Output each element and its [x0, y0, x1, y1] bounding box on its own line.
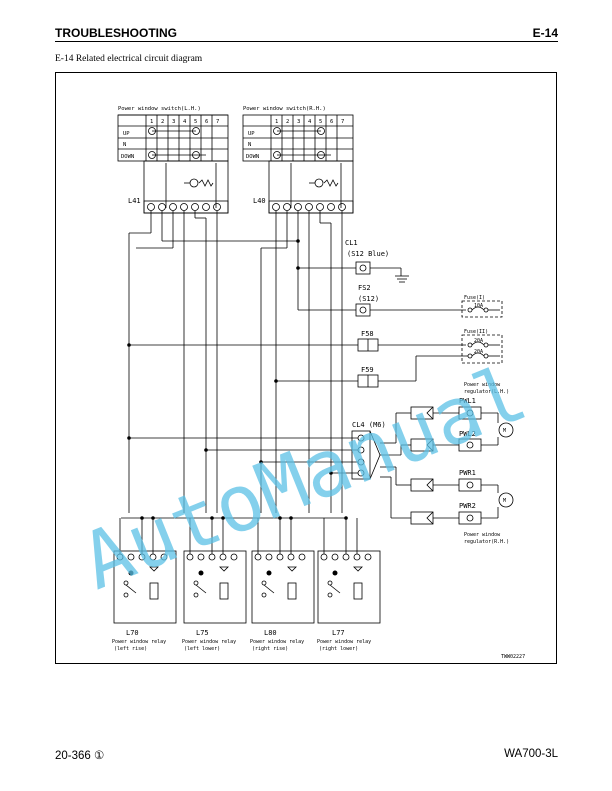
- switch-left-title: Power window switch(L.H.): [118, 106, 201, 112]
- pin-label: 4: [308, 119, 312, 125]
- fuse2-rating-a: 20A: [474, 338, 483, 344]
- pin-label: 7: [216, 119, 219, 125]
- connector-l40: L40: [253, 197, 266, 205]
- relay-l75-desc: Power window relay: [182, 639, 236, 645]
- relay-l75-id: L75: [196, 629, 209, 637]
- fuse2-label: Fuse(II): [464, 329, 488, 335]
- circuit-diagram: Power window switch(L.H.) Power window s…: [112, 106, 525, 660]
- row-down-left: DOWN: [121, 154, 134, 160]
- figure-code: TWW02227: [501, 654, 525, 660]
- relay-l70-sub: (left rise): [114, 646, 147, 652]
- relay-l80-sub: (right rise): [252, 646, 288, 652]
- pin-label: 7: [341, 119, 344, 125]
- switch-right-title: Power window switch(R.H.): [243, 106, 326, 112]
- pwl2-label: PWL2: [459, 430, 476, 438]
- f58-label: F58: [361, 330, 374, 338]
- relay-l75-sub: (left lower): [184, 646, 220, 652]
- pin-label: 3: [172, 119, 175, 125]
- circuit-diagram-frame: Power window switch(L.H.) Power window s…: [55, 72, 557, 664]
- pin-label: 6: [330, 119, 333, 125]
- row-n-right: N: [248, 142, 251, 148]
- pin-label: 6: [205, 119, 208, 125]
- pin-label: 4: [183, 119, 187, 125]
- fuse2-rating-b: 20A: [474, 349, 483, 355]
- relay-l70-id: L70: [126, 629, 139, 637]
- row-up-right: UP: [248, 131, 255, 137]
- cl4-label: CL4 (M6): [352, 421, 386, 429]
- fs2-label: FS2: [358, 284, 371, 292]
- page-header: TROUBLESHOOTING E-14: [55, 26, 558, 40]
- fs2-spec: (S12): [358, 295, 379, 303]
- regulator-rh-line1: Power window: [464, 532, 501, 538]
- cl1-spec: (S12 Blue): [347, 250, 389, 258]
- pwl1-label: PWL1: [459, 397, 476, 405]
- pin-label: 1: [150, 119, 153, 125]
- regulator-lh-line2: regulator(L.H.): [464, 389, 509, 395]
- relay-l77-sub: (right lower): [319, 646, 358, 652]
- pwr2-label: PWR2: [459, 502, 476, 510]
- section-title: TROUBLESHOOTING: [55, 26, 177, 40]
- regulator-rh-line2: regulator(R.H.): [464, 539, 509, 545]
- fuse1-rating: 10A: [474, 303, 483, 309]
- relay-l70-desc: Power window relay: [112, 639, 166, 645]
- pin-label: 2: [161, 119, 164, 125]
- pwr1-label: PWR1: [459, 469, 476, 477]
- page-number: 20-366 ①: [55, 750, 105, 762]
- pin-label: 5: [319, 119, 322, 125]
- section-code: E-14: [532, 26, 558, 40]
- header-rule: [55, 41, 558, 42]
- motor-icon: M: [503, 498, 506, 504]
- figure-caption: E-14 Related electrical circuit diagram: [55, 54, 203, 64]
- f59-label: F59: [361, 366, 374, 374]
- motor-icon: M: [503, 428, 506, 434]
- connector-l41: L41: [128, 197, 141, 205]
- row-n-left: N: [123, 142, 126, 148]
- cl1-label: CL1: [345, 239, 358, 247]
- pin-label: 2: [286, 119, 289, 125]
- row-up-left: UP: [123, 131, 130, 137]
- pin-label: 3: [297, 119, 300, 125]
- row-down-right: DOWN: [246, 154, 259, 160]
- regulator-lh-line1: Power window: [464, 382, 501, 388]
- relay-l80-desc: Power window relay: [250, 639, 304, 645]
- relay-l77-desc: Power window relay: [317, 639, 371, 645]
- relay-l80-id: L80: [264, 629, 277, 637]
- pin-label: 1: [275, 119, 278, 125]
- relay-l77-id: L77: [332, 629, 345, 637]
- model-name: WA700-3L: [504, 748, 558, 760]
- fuse1-label: Fuse(I): [464, 295, 485, 301]
- pin-label: 5: [194, 119, 197, 125]
